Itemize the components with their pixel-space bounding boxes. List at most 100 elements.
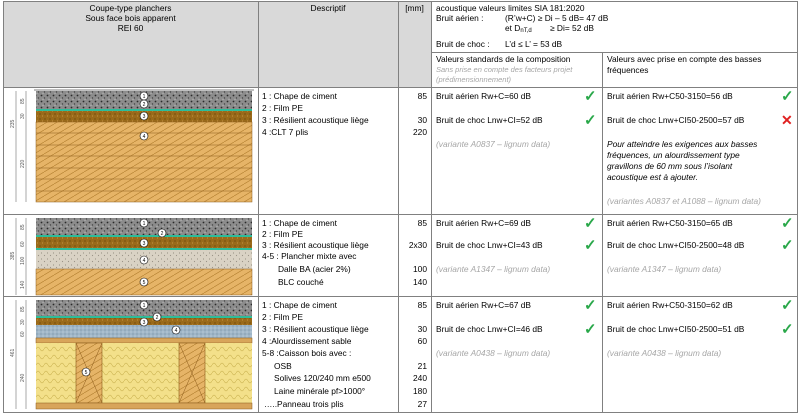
section-drawing-clt: 1 2 3 4 235 85 30 220	[10, 89, 254, 203]
check-icon: ✓	[584, 237, 597, 254]
layer-text: 5-8 :Caisson bois avec :	[262, 348, 352, 358]
dim-2-2: 60	[20, 241, 26, 247]
layer-text: 2 : Film PE	[262, 103, 303, 113]
svg-text:3: 3	[143, 114, 146, 120]
bf-choc-value: Bruit de choc Lnw+CI50-2500=51 dB	[607, 324, 745, 334]
layer-text: OSB	[274, 361, 292, 371]
dim-1-1: 85	[20, 98, 26, 104]
svg-text:1: 1	[143, 94, 146, 100]
layer-text: Solives 120/240 mm e500	[274, 373, 371, 383]
limit-choc-value: L’d ≤ L’ = 53 dB	[505, 39, 563, 49]
check-icon: ✓	[584, 215, 597, 232]
bf-variant: (variantes A0837 et A1088 – lignum data)	[607, 196, 761, 206]
layer-mm: 27	[417, 399, 427, 409]
check-icon: ✓	[584, 321, 597, 338]
layer-text: 3 : Résilient acoustique liège	[262, 115, 369, 125]
check-icon: ✓	[781, 88, 794, 105]
check-icon: ✓	[584, 112, 597, 129]
col-standard-sub2: (prédimensionnement)	[436, 75, 512, 84]
layer-mm: 240	[413, 373, 427, 383]
limit-choc-label: Bruit de choc :	[436, 39, 490, 49]
header-mm-cell	[398, 1, 431, 87]
layer-text: 2 : Film PE	[262, 229, 303, 239]
check-icon: ✓	[584, 88, 597, 105]
std-choc-value: Bruit de choc Lnw+CI=52 dB	[436, 115, 543, 125]
bf-choc-value: Bruit de choc Lnw+CI50-2500=57 dB	[607, 115, 745, 125]
cross-icon: ✕	[781, 112, 793, 128]
limit-dtd: ≥ Di= 52 dB	[550, 23, 594, 33]
layer-mm: 30	[417, 115, 427, 125]
descriptif-heading: Descriptif	[310, 3, 346, 13]
std-variant: (variante A0837 – lignum data)	[436, 139, 551, 149]
check-icon: ✓	[584, 297, 597, 314]
layer-mm: 85	[417, 91, 427, 101]
limit-and: et DnT,d	[505, 23, 532, 34]
layer-text: 1 : Chape de ciment	[262, 218, 337, 228]
svg-text:2: 2	[143, 102, 146, 108]
layer-text: 1 : Chape de ciment	[262, 91, 337, 101]
layer-mm: 140	[413, 277, 427, 287]
bf-air-value: Bruit aérien Rw+C50-3150=62 dB	[607, 300, 733, 310]
std-air-value: Bruit aérien Rw+C=60 dB	[436, 91, 531, 101]
svg-text:5: 5	[85, 370, 88, 376]
layer-text: Laine minérale pf>1000°	[274, 386, 366, 396]
dim-1-3: 220	[20, 159, 26, 168]
svg-text:3: 3	[143, 320, 146, 326]
layer-text: 3 : Résilient acoustique liège	[262, 324, 369, 334]
std-choc-value: Bruit de choc Lnw+CI=46 dB	[436, 324, 543, 334]
dim-total-1: 235	[10, 119, 16, 128]
std-variant: (variante A0438 – lignum data)	[436, 348, 551, 358]
layer-mm: 30	[417, 324, 427, 334]
svg-text:2: 2	[156, 315, 159, 321]
layer-mm: 220	[413, 127, 427, 137]
bf-choc-value: Bruit de choc Lnw+CI50-2500=48 dB	[607, 240, 745, 250]
dim-3-3: 60	[20, 331, 26, 337]
dim-2-4: 140	[20, 280, 26, 289]
dim-1-2: 30	[20, 113, 26, 119]
bf-note-line: acoustique est à ajouter.	[607, 172, 698, 182]
check-icon: ✓	[781, 237, 794, 254]
std-choc-value: Bruit de choc Lnw+CI=43 dB	[436, 240, 543, 250]
svg-text:4: 4	[143, 258, 146, 264]
bf-variant: (variante A1347 – lignum data)	[607, 264, 722, 274]
col-standard-sub1: Sans prise en compte des facteurs projet	[436, 65, 573, 74]
bf-note-line: Pour atteindre les exigences aux basses	[607, 139, 758, 149]
col-basses-title2: fréquences	[607, 65, 649, 75]
svg-text:2: 2	[161, 231, 164, 237]
svg-text:4: 4	[175, 328, 178, 334]
layer-mm: 2x30	[408, 240, 427, 250]
dim-total-3: 461	[10, 348, 16, 357]
col-standard-title: Valeurs standards de la composition	[436, 54, 571, 64]
layer-mm: 100	[413, 264, 427, 274]
svg-text:1: 1	[143, 303, 146, 309]
layer-mm: 180	[413, 386, 427, 396]
col-basses-title1: Valeurs avec prise en compte des basses	[607, 54, 762, 64]
dim-3-4: 240	[20, 373, 26, 382]
dim-2-1: 85	[20, 224, 26, 230]
svg-text:4: 4	[143, 134, 146, 140]
std-variant: (variante A1347 – lignum data)	[436, 264, 551, 274]
coupe-rei: REI 60	[117, 23, 144, 33]
coupe-subtitle: Sous face bois apparent	[85, 13, 176, 23]
dim-3-1: 85	[20, 306, 26, 312]
limits-title: acoustique valeurs limites SIA 181:2020	[436, 3, 585, 13]
layer-text: 3 : Résilient acoustique liège	[262, 240, 369, 250]
layer-mm: 85	[417, 300, 427, 310]
check-icon: ✓	[781, 215, 794, 232]
layer-text: …..Panneau trois plis	[264, 399, 344, 409]
layer-text: 4 :Alourdissement sable	[262, 336, 352, 346]
bf-variant: (variante A0438 – lignum data)	[607, 348, 722, 358]
layer-mm: 60	[417, 336, 427, 346]
limit-air-label: Bruit aérien :	[436, 13, 484, 23]
svg-text:3: 3	[143, 241, 146, 247]
layer-text: Dalle BA (acier 2%)	[278, 264, 351, 274]
bf-air-value: Bruit aérien Rw+C50-3150=65 dB	[607, 218, 733, 228]
svg-text:5: 5	[143, 280, 146, 286]
svg-text:1: 1	[143, 221, 146, 227]
layer-mm: 85	[417, 218, 427, 228]
coupe-title: Coupe-type planchers	[89, 3, 172, 13]
layer-text: 1 : Chape de ciment	[262, 300, 337, 310]
header-coupe-cell	[3, 1, 258, 87]
check-icon: ✓	[781, 297, 794, 314]
